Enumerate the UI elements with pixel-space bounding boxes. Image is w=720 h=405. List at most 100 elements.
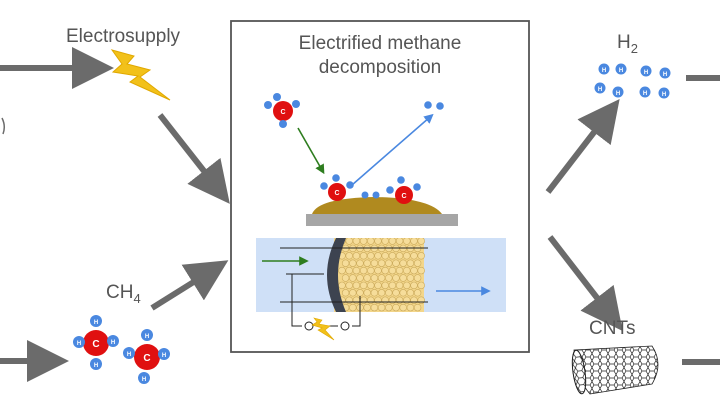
catalyst-bead [403, 252, 411, 260]
catalyst-bead [359, 252, 368, 260]
catalyst-bead [338, 266, 346, 275]
catalyst-bead [388, 252, 397, 260]
catalyst-bead [385, 259, 393, 267]
catalyst-bead [410, 296, 418, 304]
catalyst-bead [417, 281, 425, 290]
catalyst-bead [410, 281, 418, 290]
catalyst-bead [356, 259, 364, 267]
hydrogen-atom-label: H [142, 377, 146, 383]
catalyst-bead [410, 252, 418, 260]
catalyst-bead [359, 296, 368, 304]
released-hydrogen-molecule-icon [424, 101, 444, 110]
reactor-title-line2: decomposition [318, 57, 442, 78]
hydrogen-atom-label: H [619, 68, 623, 74]
catalyst-bead [395, 238, 404, 245]
ch4-label-main: CH [106, 282, 134, 303]
catalyst-bead [377, 303, 386, 312]
hydrogen-atom-label: H [662, 92, 666, 98]
catalyst-bead [406, 289, 415, 297]
catalyst-bead [377, 274, 386, 282]
catalyst-bead [359, 266, 368, 275]
catalyst-bead [395, 266, 404, 275]
carbon-atom-label: C [92, 339, 99, 350]
catalyst-bead [341, 274, 350, 282]
ch4-label-subscript: 4 [133, 290, 141, 306]
catalyst-bead [345, 296, 353, 304]
hydrogen-atom-label: H [145, 334, 149, 340]
catalyst-bead [349, 274, 357, 282]
catalyst-bead [388, 238, 397, 245]
catalyst-bead [374, 266, 382, 275]
h2-label-subscript: 2 [630, 40, 638, 56]
reactor-title-line1: Electrified methane [298, 33, 462, 54]
catalyst-bead [399, 303, 407, 312]
catalyst-bead [399, 259, 407, 267]
hydrogen-molecule-icon [594, 63, 671, 99]
catalyst-bead [367, 266, 375, 275]
catalyst-bead [413, 274, 422, 282]
catalyst-bead [385, 289, 393, 297]
catalyst-bead [388, 296, 397, 304]
catalyst-bead [417, 238, 425, 245]
h2-label: H2 [617, 32, 638, 56]
carbon-atom-label: C [143, 353, 150, 364]
catalyst-bead [399, 289, 407, 297]
adsorbed-species [320, 174, 421, 204]
arrow-reactor-to-cnts [547, 235, 623, 331]
hydrogen-atom-label: H [598, 87, 602, 93]
catalyst-bead [341, 289, 350, 297]
catalyst-bead [392, 259, 400, 267]
hydrogen-atom-label: H [616, 91, 620, 97]
catalyst-bead [363, 274, 371, 282]
atom-letters: C C C C C H H H H H H H H H H H H H H H … [77, 68, 667, 383]
catalyst-bead [406, 303, 415, 312]
catalyst-bead [352, 238, 361, 245]
catalyst-bead [388, 266, 397, 275]
hydrogen-atom-label: H [162, 353, 166, 359]
methane-molecule-icon [73, 315, 119, 370]
catalyst-bead [374, 238, 382, 245]
catalyst-bead [381, 252, 389, 260]
catalyst-bead [388, 281, 397, 290]
catalyst-bead [381, 296, 389, 304]
catalyst-bead [395, 296, 404, 304]
catalyst-bead [385, 303, 393, 312]
h2-label-main: H [617, 32, 631, 53]
catalyst-bead [363, 303, 371, 312]
packed-catalyst-bed [334, 238, 425, 312]
catalyst-bead [341, 259, 350, 267]
catalyst-support [306, 214, 458, 226]
blue-h2-release-arrow [351, 113, 434, 186]
circuit-terminal-right [340, 321, 350, 331]
catalyst-bead [367, 252, 375, 260]
catalyst-bead [370, 289, 379, 297]
carbon-nanotube-icon [571, 345, 659, 395]
catalyst-bead [392, 274, 400, 282]
catalyst-bead [395, 281, 404, 290]
catalyst-bead [349, 259, 357, 267]
catalyst-bead [367, 238, 375, 245]
catalyst-bead [374, 296, 382, 304]
catalyst-bead [417, 296, 425, 304]
arrow-reactor-to-h2 [545, 98, 620, 194]
catalyst-bead [410, 238, 418, 245]
catalyst-bead [359, 238, 368, 245]
hydrogen-atom-label: H [94, 363, 98, 369]
catalyst-bead [403, 296, 411, 304]
catalyst-bead [377, 289, 386, 297]
arrow-electrosupply-to-reactor [157, 113, 230, 204]
hydrogen-atom-label: H [643, 91, 647, 97]
catalyst-bead [356, 289, 364, 297]
green-reaction-arrow [297, 127, 325, 175]
carbon-atom-label: C [401, 193, 406, 200]
hydrogen-atom-label: H [111, 340, 115, 346]
hydrogen-atom-label: H [602, 68, 606, 74]
carbon-atom-label: C [280, 109, 285, 116]
catalyst-bead [395, 252, 404, 260]
catalyst-bead [370, 303, 379, 312]
catalyst-bead [345, 281, 353, 290]
carbon-atom-label: C [334, 190, 339, 197]
catalyst-bead [399, 274, 407, 282]
catalyst-bead [352, 296, 361, 304]
